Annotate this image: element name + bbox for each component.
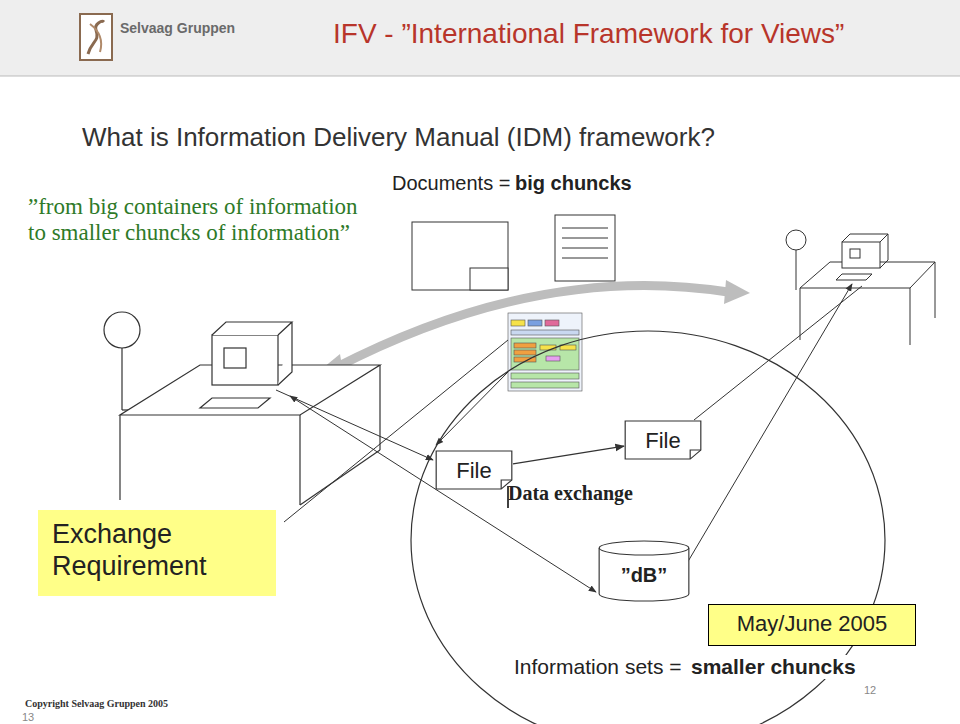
slide-title: IFV - ”International Framework for Views… — [333, 18, 844, 50]
page-number: 12 — [864, 684, 876, 696]
logo-text: Selvaag Gruppen — [120, 20, 235, 36]
database-cylinder: ”dB” — [598, 540, 690, 602]
left-workstation — [104, 312, 380, 505]
header-rule — [0, 76, 960, 77]
quote-text: ”from big containers of information to s… — [28, 194, 373, 246]
leader-lines — [276, 284, 862, 592]
slide-heading: What is Information Delivery Manual (IDM… — [82, 122, 715, 153]
node-text: File — [435, 458, 513, 484]
header-band — [0, 0, 960, 76]
file-box: File — [624, 420, 702, 460]
information-sets-emphasis: smaller chuncks — [689, 655, 858, 679]
copyright-note: Copyright Selvaag Gruppen 2005 — [25, 698, 168, 709]
node-text: ”dB” — [598, 564, 690, 587]
slide-number: 13 — [22, 711, 34, 723]
document-icons — [412, 215, 615, 290]
file-box: File — [435, 450, 513, 490]
node-text: Data exchange — [508, 482, 633, 505]
exchange-requirement-box: Exchange Requirement — [38, 510, 276, 596]
node-text: File — [624, 428, 702, 454]
information-sets-label: Information sets = — [512, 655, 684, 679]
node-text: Exchange Requirement — [52, 518, 262, 583]
node-text: May/June 2005 — [719, 611, 905, 637]
documents-emphasis: big chuncks — [515, 172, 632, 195]
logo — [80, 14, 112, 60]
documents-label: Documents = — [392, 172, 510, 195]
date-box: May/June 2005 — [708, 604, 916, 646]
flow-arrow — [513, 446, 624, 464]
